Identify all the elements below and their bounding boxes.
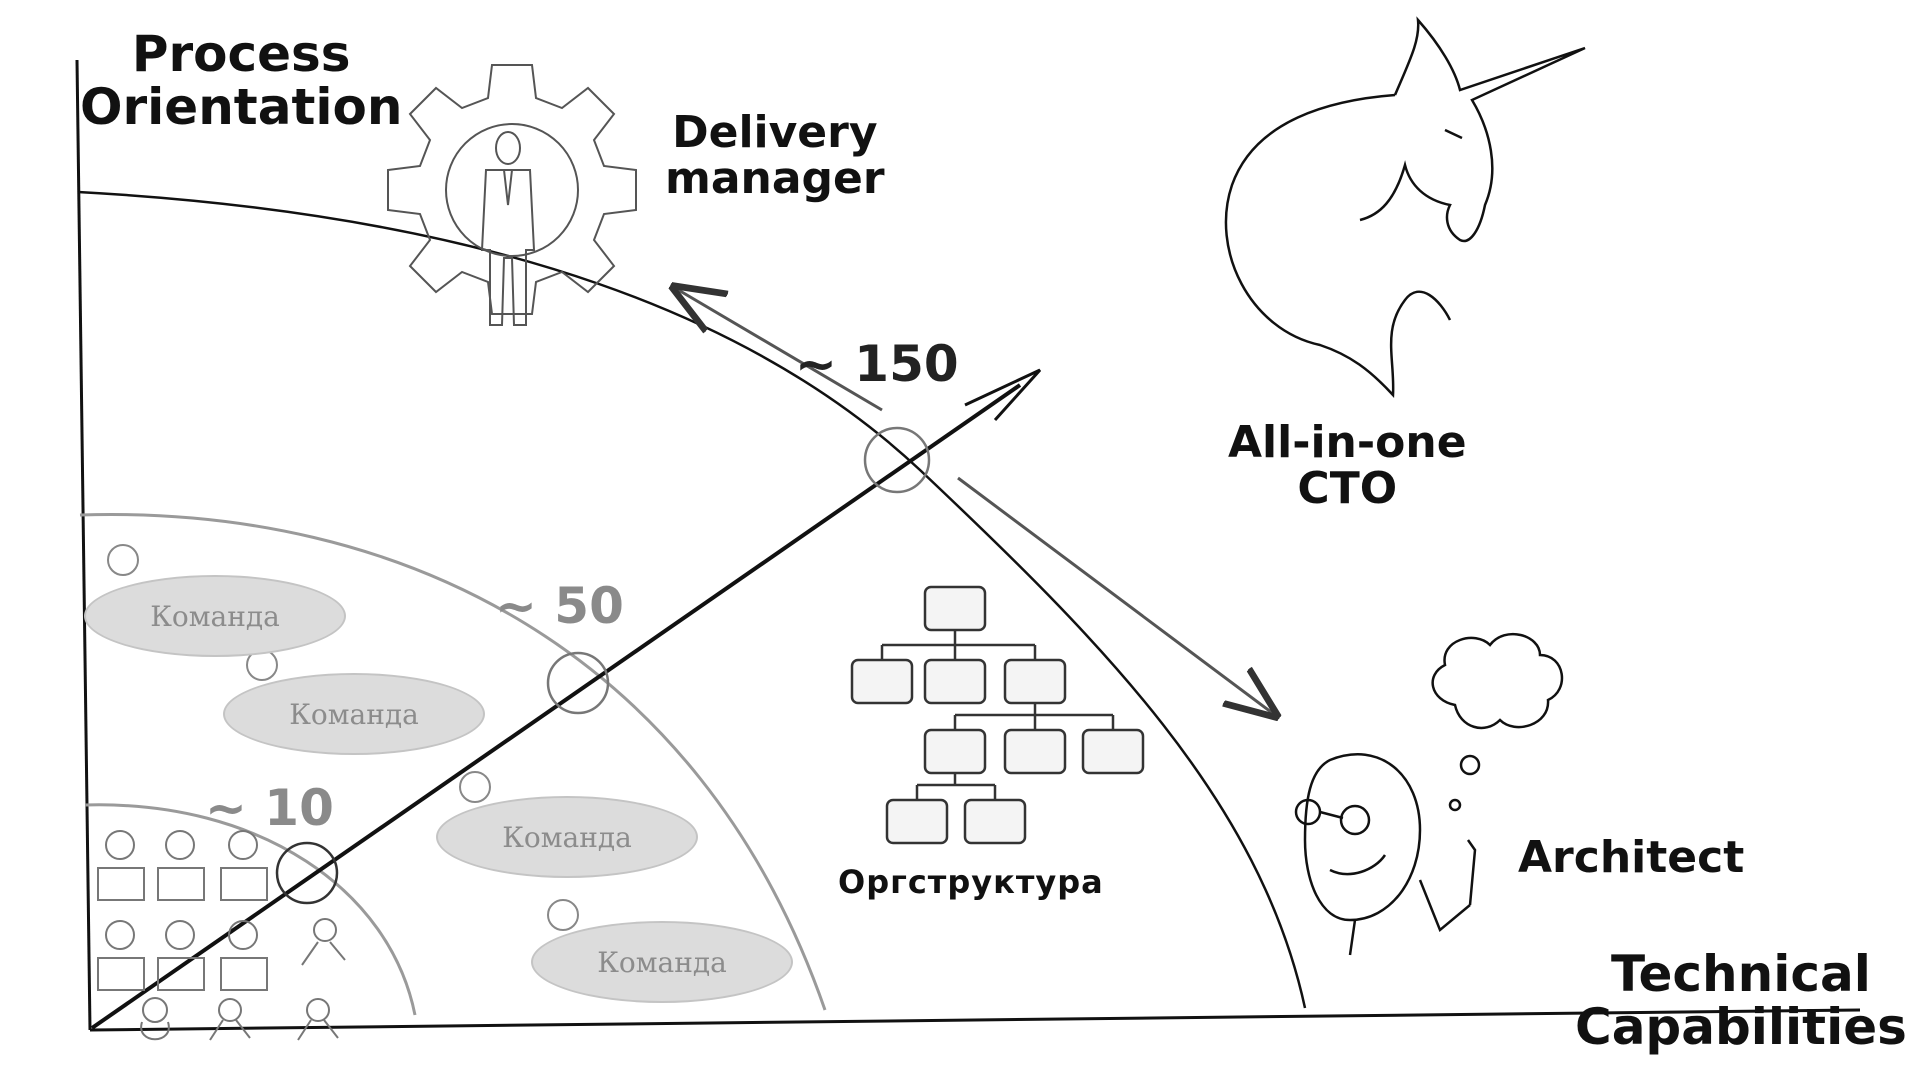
scale-50-marker [546,651,610,715]
x-axis-label-line1: Technical [1611,945,1871,1003]
y-axis-label-line1: Process [131,25,351,83]
unicorn-icon [1224,16,1586,399]
inner-boundary-curve [84,803,417,1016]
architect-icon [1294,632,1564,956]
team-lead-avatars-icon [107,544,579,931]
delivery-manager-label-line2: manager [665,153,885,205]
middle-boundary-curve [79,513,827,1011]
scale-150-label: ~ 150 [795,335,959,393]
team-oval-3: Команда [436,796,698,878]
delivery-manager-label: Delivery manager [665,107,885,205]
scale-10-label: ~ 10 [205,779,334,837]
scale-150-marker [863,426,931,494]
org-chart-label: Оргструктура [838,863,1104,901]
scale-10-marker [275,841,339,905]
team-oval-1: Команда [84,575,346,657]
y-axis-label: Process Orientation [80,28,402,133]
x-axis-line [89,1008,1861,1032]
org-chart-icon [850,585,1145,845]
arrow-to-delivery-manager [675,288,883,412]
cto-label-line2: CTO [1297,463,1398,515]
cto-label-line1: All-in-one [1228,417,1467,468]
cto-label: All-in-one CTO [1228,417,1467,515]
developer-avatars-icon [97,830,346,1041]
x-axis-label-line2: Capabilities [1575,997,1907,1056]
architect-label: Architect [1518,832,1745,883]
team-oval-2: Команда [223,673,485,755]
y-axis-line [75,59,92,1031]
delivery-manager-gear-icon [387,64,637,326]
team-oval-4: Команда [531,921,793,1003]
x-axis-label: Technical Capabilities [1575,948,1907,1053]
outer-boundary-curve [77,190,1307,1009]
growth-diagonal-arrowhead [964,368,1042,422]
y-axis-label-line2: Orientation [80,77,403,136]
arrow-to-architect [957,476,1275,715]
scale-50-label: ~ 50 [495,577,624,635]
delivery-manager-label-line1: Delivery [672,107,878,158]
